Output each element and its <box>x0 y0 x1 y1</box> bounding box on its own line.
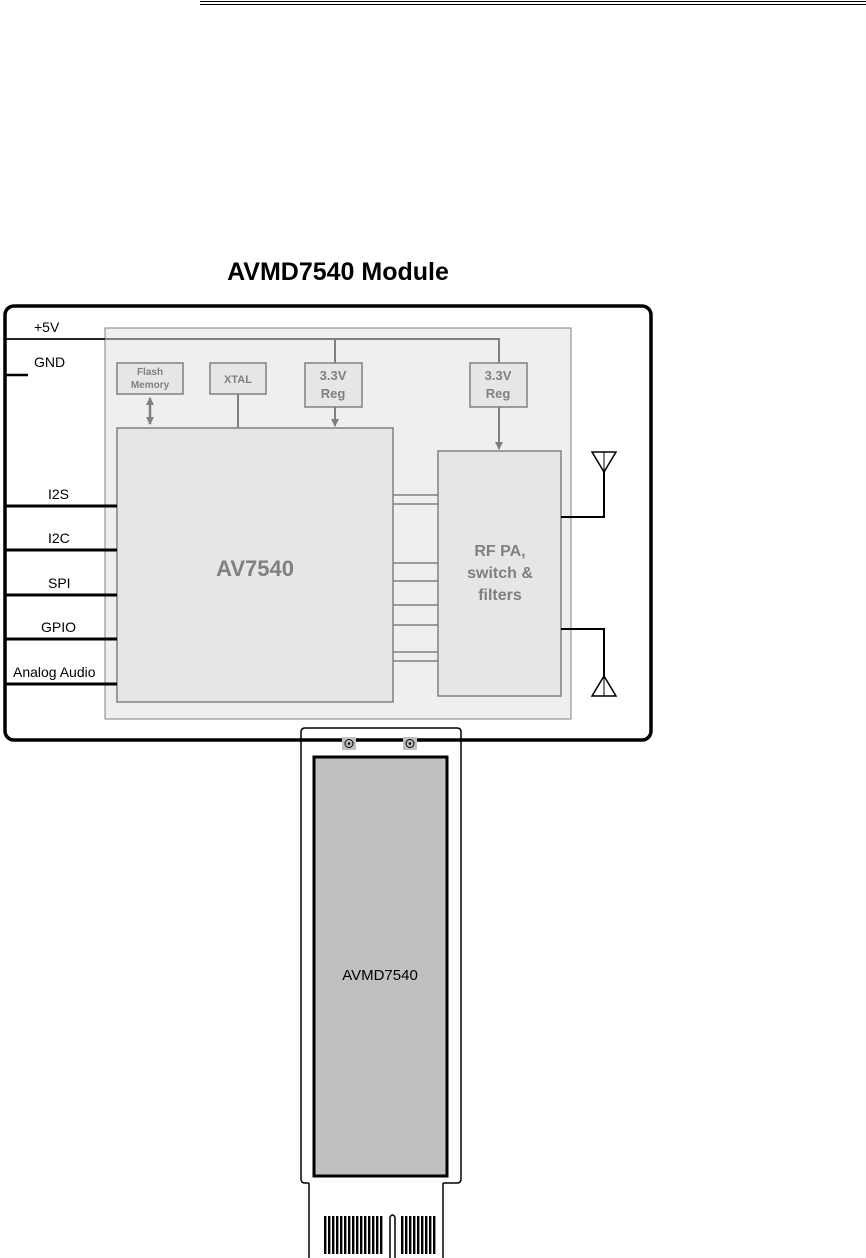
edge-contact-pin <box>340 1216 342 1254</box>
edge-contact-pin <box>344 1216 346 1254</box>
edge-contact-pin <box>360 1216 362 1254</box>
edge-contact-pin <box>425 1216 427 1254</box>
module-card-notch-curve <box>390 1215 395 1217</box>
analog-audio-pin-label: Analog Audio <box>13 664 96 680</box>
edge-contact-pin <box>401 1216 403 1254</box>
edge-contact-pin <box>417 1216 419 1254</box>
power-pin-label: +5V <box>34 319 60 335</box>
xtal-label: XTAL <box>224 374 252 386</box>
edge-contact-pin <box>380 1216 382 1254</box>
edge-contact-pin <box>421 1216 423 1254</box>
rf-label-line3: filters <box>478 587 522 604</box>
rf-label-line1: RF PA, <box>474 543 525 560</box>
edge-contact-pin <box>372 1216 374 1254</box>
reg1-label-line2: Reg <box>321 386 346 401</box>
edge-contact-pin <box>356 1216 358 1254</box>
edge-contacts-left <box>324 1216 382 1254</box>
edge-contact-pin <box>328 1216 330 1254</box>
rf-label-line2: switch & <box>467 565 533 582</box>
reg1-label-line1: 3.3V <box>320 368 347 383</box>
edge-contact-pin <box>348 1216 350 1254</box>
edge-contact-pin <box>332 1216 334 1254</box>
spi-pin-label: SPI <box>48 575 71 591</box>
module-chip-label: AVMD7540 <box>342 967 418 984</box>
processor-label: AV7540 <box>216 556 294 581</box>
antenna-connector-right-dot <box>409 742 412 745</box>
flash-label-line1: Flash <box>137 367 163 378</box>
edge-contact-pin <box>352 1216 354 1254</box>
reg2-label-line1: 3.3V <box>485 368 512 383</box>
flash-label-line2: Memory <box>131 380 170 391</box>
edge-contact-pin <box>324 1216 326 1254</box>
i2s-pin-label: I2S <box>48 486 69 502</box>
ground-pin-label: GND <box>34 354 65 370</box>
antenna-connector-left-dot <box>348 742 351 745</box>
edge-contact-pin <box>376 1216 378 1254</box>
edge-contact-pin <box>336 1216 338 1254</box>
edge-contact-pin <box>429 1216 431 1254</box>
edge-contacts-right <box>401 1216 435 1254</box>
i2c-pin-label: I2C <box>48 530 70 546</box>
reg2-label-line2: Reg <box>486 386 511 401</box>
edge-contact-pin <box>405 1216 407 1254</box>
edge-contact-pin <box>409 1216 411 1254</box>
edge-contact-pin <box>364 1216 366 1254</box>
edge-contact-pin <box>413 1216 415 1254</box>
edge-contact-pin <box>368 1216 370 1254</box>
gpio-pin-label: GPIO <box>41 619 76 635</box>
edge-contact-pin <box>433 1216 435 1254</box>
